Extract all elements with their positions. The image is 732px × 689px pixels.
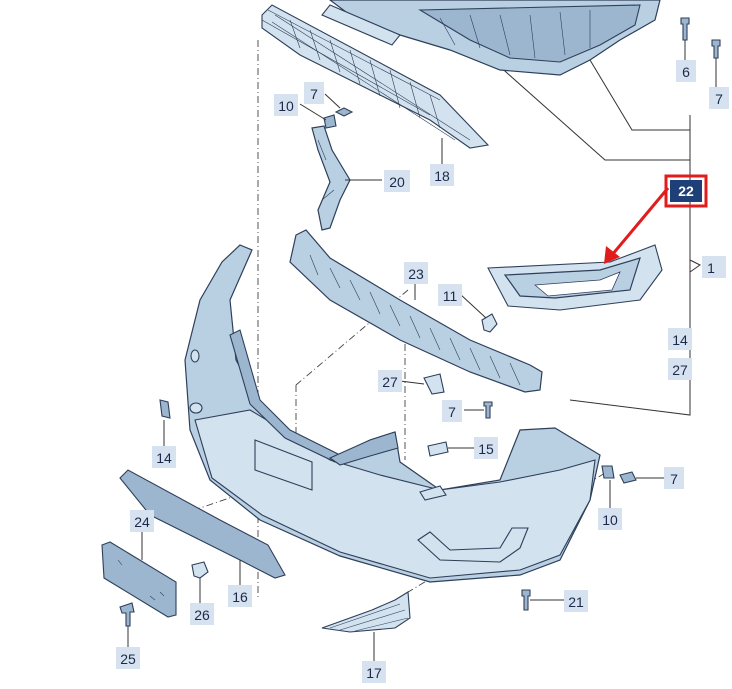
lower-grille-18 bbox=[261, 4, 490, 149]
bumper-cover bbox=[184, 244, 601, 583]
label-6: 6 bbox=[682, 64, 690, 80]
label-15: 15 bbox=[478, 441, 494, 457]
label-27-left: 27 bbox=[382, 374, 398, 390]
callout-22: 22 bbox=[664, 174, 708, 208]
label-23: 23 bbox=[408, 266, 424, 282]
fog-light-trim-22 bbox=[487, 244, 663, 311]
label-7-mid: 7 bbox=[448, 404, 456, 420]
label-10-top: 10 bbox=[278, 98, 294, 114]
label-7-left: 7 bbox=[310, 86, 318, 102]
absorber-23 bbox=[289, 229, 543, 393]
label-21: 21 bbox=[568, 594, 584, 610]
label-10-right: 10 bbox=[602, 512, 618, 528]
label-7-right: 7 bbox=[670, 471, 678, 487]
label-26: 26 bbox=[194, 607, 210, 623]
label-27-right: 27 bbox=[672, 362, 688, 378]
fasteners bbox=[119, 17, 721, 627]
label-16: 16 bbox=[232, 589, 248, 605]
label-18: 18 bbox=[434, 168, 450, 184]
label-7-top: 7 bbox=[715, 91, 723, 107]
label-17: 17 bbox=[366, 665, 382, 681]
label-24: 24 bbox=[134, 514, 150, 530]
label-11: 11 bbox=[443, 288, 458, 304]
bumper-carrier-top bbox=[321, 0, 661, 76]
highlight-arrow bbox=[604, 187, 670, 264]
label-14-right: 14 bbox=[672, 332, 688, 348]
label-25: 25 bbox=[120, 651, 136, 667]
trim-17 bbox=[321, 591, 411, 633]
plate-holder-24 bbox=[101, 541, 177, 618]
labels: 6 7 7 10 18 20 1 23 11 14 27 27 7 15 14 … bbox=[116, 60, 729, 683]
bracket-20 bbox=[311, 125, 351, 231]
label-1: 1 bbox=[707, 260, 715, 276]
label-20: 20 bbox=[389, 174, 405, 190]
label-22: 22 bbox=[678, 183, 694, 199]
label-14-left: 14 bbox=[156, 450, 172, 466]
lower-strip-16 bbox=[119, 469, 286, 579]
